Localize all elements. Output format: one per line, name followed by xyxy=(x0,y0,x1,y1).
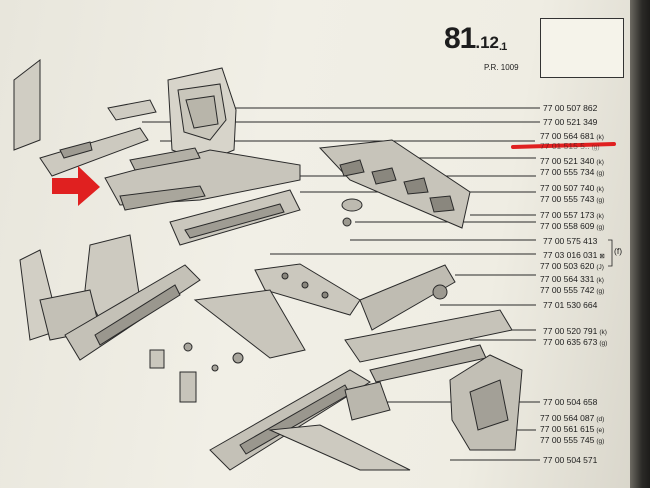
part-number: 77 00 558 609(g) xyxy=(540,221,605,231)
part-dash-panel xyxy=(318,139,471,229)
part-number: 77 03 016 031⊠ xyxy=(543,250,605,260)
part-number: 77 01 515 5..(g) xyxy=(540,141,600,151)
part-number: 77 00 564 331(k) xyxy=(540,274,604,284)
page-number: 81.12.1 xyxy=(444,22,507,55)
red-underline-highlight xyxy=(511,142,616,149)
book-edge-shadow xyxy=(630,0,650,488)
part-number: 77 00 575 413 xyxy=(543,236,598,246)
part-number: 77 00 521 349 xyxy=(543,117,598,127)
part-number: 77 00 521 340(k) xyxy=(540,156,604,166)
part-number: 77 00 507 740(k) xyxy=(540,183,604,193)
part-number: 77 00 504 658 xyxy=(543,397,598,407)
part-number: 77 00 564 087(d) xyxy=(540,413,605,423)
part-number: 77 00 635 673(g) xyxy=(543,337,608,347)
part-number: 77 00 555 734(g) xyxy=(540,167,605,177)
part-number: 77 00 555 745(g) xyxy=(540,435,605,445)
part-number: 77 00 504 571 xyxy=(543,455,598,465)
part-sill xyxy=(193,289,306,359)
part-number: 77 00 507 862 xyxy=(543,103,598,113)
part-crossmember xyxy=(104,149,301,206)
part-number: 77 00 555 743(g) xyxy=(540,194,605,204)
part-number: 77 01 530 664 xyxy=(543,300,598,310)
part-number: 77 00 520 791(k) xyxy=(543,326,607,336)
part-number: 77 00 564 681(k) xyxy=(540,131,604,141)
part-number: 77 00 561 615(e) xyxy=(540,424,605,434)
part-number: 77 00 503 620(J) xyxy=(540,261,604,271)
part-mid-bracket xyxy=(254,263,361,316)
part-number: 77 00 555 742(g) xyxy=(540,285,605,295)
thumbnail-frame xyxy=(540,18,624,78)
part-number: 77 00 557 173(k) xyxy=(540,210,604,220)
pr-reference: P.R. 1009 xyxy=(484,63,519,72)
group-tag: (f) xyxy=(614,246,623,256)
part-bracket xyxy=(39,127,149,177)
part-side-rail xyxy=(359,264,456,331)
red-arrow-icon xyxy=(52,166,100,206)
